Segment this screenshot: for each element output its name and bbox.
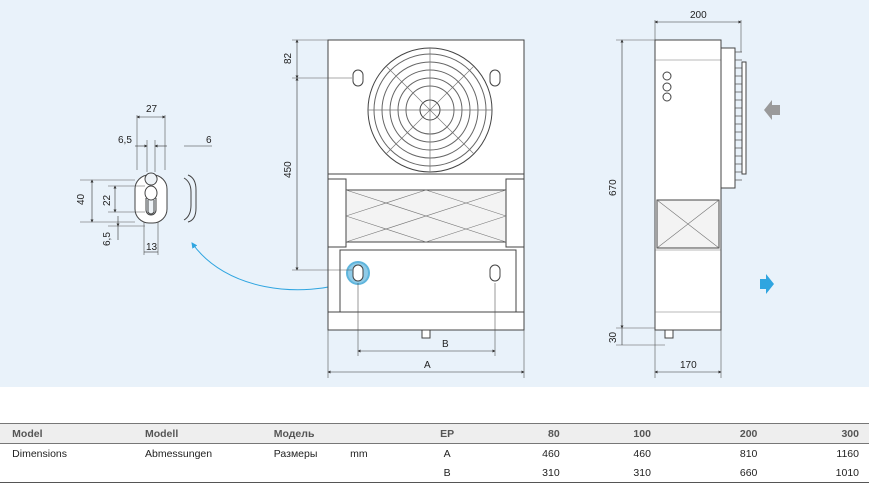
cell-b-80: 310	[486, 463, 560, 483]
header-col-100: 100	[559, 423, 651, 444]
row-label-de: Abmessungen	[144, 447, 213, 460]
dim-6-5: 6,5	[102, 232, 113, 246]
row-label-ru: Размеры	[273, 447, 318, 460]
front-view	[292, 39, 525, 378]
dim-670: 670	[608, 179, 619, 196]
dim-b-label: B	[442, 339, 449, 350]
cell-b-200: 660	[650, 463, 758, 483]
header-series: EP	[407, 423, 487, 444]
header-model-ru: Модель	[273, 423, 408, 444]
dim-13: 13	[146, 242, 158, 253]
dim-27: 27	[146, 104, 158, 115]
airflow-out-arrow	[760, 274, 774, 294]
header-col-200: 200	[650, 423, 758, 444]
cell-b-100: 310	[559, 463, 651, 483]
side-view	[616, 20, 747, 378]
row-key-a: A	[443, 447, 451, 460]
cell-a-300: 1160	[836, 447, 859, 460]
header-model-en: Model	[12, 423, 145, 444]
technical-drawing-panel: 27 6,5 6 40 22 6,5 13	[0, 0, 869, 387]
mounting-hole-detail	[80, 115, 212, 255]
cell-a-100: 460	[633, 447, 651, 460]
dim-22: 22	[102, 194, 113, 206]
header-col-80: 80	[486, 423, 560, 444]
header-model-de: Modell	[144, 423, 274, 444]
dim-450: 450	[283, 161, 294, 178]
header-col-300: 300	[757, 423, 869, 444]
dim-170: 170	[680, 360, 697, 371]
dim-30: 30	[608, 331, 619, 343]
table-row-b: B 310 310 660 1010	[0, 463, 869, 483]
cell-a-200: 810	[739, 447, 758, 460]
table-header-row: Model Modell Модель EP 80 100 200 300	[0, 423, 869, 444]
dim-a-label: A	[424, 360, 431, 371]
dim-40: 40	[76, 193, 87, 205]
dim-200: 200	[690, 10, 707, 21]
dim-6-5-top: 6,5	[118, 135, 132, 146]
airflow-in-arrow	[764, 100, 780, 120]
cell-b-300: 1010	[757, 463, 869, 483]
dim-82: 82	[283, 52, 294, 64]
technical-drawing: 27 6,5 6 40 22 6,5 13	[76, 10, 780, 378]
dim-6: 6	[206, 135, 212, 146]
row-label-en: Dimensions	[12, 447, 68, 460]
row-unit: mm	[350, 447, 368, 460]
specification-table: Model Modell Модель EP 80 100 200 300 Di…	[0, 423, 869, 483]
row-key-b: B	[407, 463, 487, 483]
cell-a-80: 460	[542, 447, 560, 460]
table-row-a: Dimensions Abmessungen Размеры mm A 460 4…	[0, 444, 869, 464]
